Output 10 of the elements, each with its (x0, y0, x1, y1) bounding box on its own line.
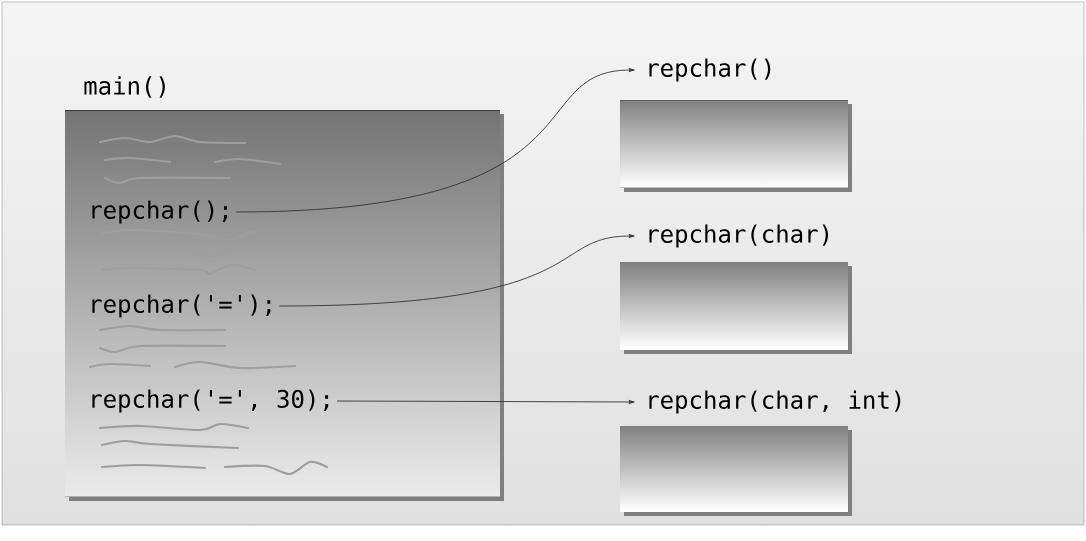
function-heading: repchar(char) (649, 224, 829, 248)
function-heading: main() (84, 76, 165, 98)
arrow (336, 400, 635, 404)
code-line: repchar(); (92, 200, 228, 224)
function-heading: repchar(char, int) (649, 390, 901, 414)
code-line: repchar('=', 30); (92, 389, 329, 413)
arrow (235, 68, 635, 213)
code-line: repchar('='); (92, 294, 271, 318)
arrow (278, 234, 635, 307)
function-heading: repchar() (649, 58, 771, 82)
